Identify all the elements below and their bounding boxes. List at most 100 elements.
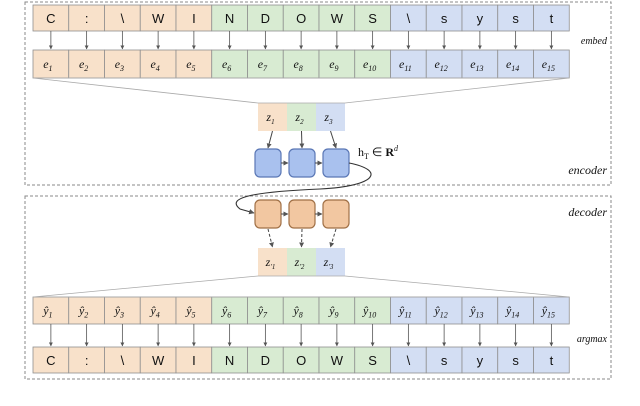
embedding-cell: e7	[247, 49, 284, 79]
output-cell: O	[282, 346, 320, 374]
prediction-symbol: ŷ12	[433, 304, 447, 320]
embedding-symbol: e4	[150, 57, 159, 73]
prediction-symbol: ŷ3	[114, 304, 124, 320]
output-char: y	[477, 353, 484, 368]
hidden-state-connector	[235, 162, 372, 215]
latent-z-cell: z3	[316, 103, 345, 131]
input-cell: D	[247, 4, 284, 32]
embedding-symbol: e1	[43, 57, 52, 73]
prediction-symbol: ŷ1	[42, 304, 52, 320]
input-char: N	[225, 11, 234, 26]
prediction-cell: ŷ10	[354, 296, 391, 325]
prediction-cell: ŷ9	[318, 296, 356, 325]
prediction-symbol: ŷ13	[469, 304, 483, 320]
output-cell: s	[425, 346, 463, 374]
input-cell: y	[461, 4, 499, 32]
prediction-cell: ŷ11	[390, 296, 427, 325]
encoder-rnn-cell	[288, 148, 316, 178]
hidden-state-label: hT ∈ Rd	[358, 144, 399, 161]
prediction-cell: ŷ5	[175, 296, 213, 325]
input-char: \	[407, 11, 411, 26]
embedding-symbol: e7	[258, 57, 268, 73]
input-cell: O	[282, 4, 320, 32]
output-cell: y	[461, 346, 499, 374]
output-char: W	[152, 353, 165, 368]
prediction-symbol: ŷ2	[78, 304, 88, 320]
decoder-to-latent-arrow	[267, 228, 274, 248]
output-cell: I	[175, 346, 213, 374]
decoder-rnn-cell	[288, 199, 316, 229]
input-char: O	[296, 11, 306, 26]
prediction-cell: ŷ12	[425, 296, 463, 325]
input-char: S	[368, 11, 377, 26]
embedding-symbol: e9	[329, 57, 338, 73]
embedding-symbol: e5	[186, 57, 195, 73]
decoder-to-latent-arrow	[329, 228, 337, 248]
output-char: I	[192, 353, 196, 368]
prediction-symbol: ŷ8	[292, 304, 302, 320]
svg-text:z′1: z′1	[265, 255, 276, 271]
prediction-symbol: ŷ15	[541, 304, 555, 320]
latent-to-encoder-arrow	[330, 130, 337, 149]
output-char: :	[85, 353, 89, 368]
prediction-cell: ŷ4	[139, 296, 177, 325]
input-char: t	[550, 11, 554, 26]
embedding-cell: e13	[461, 49, 499, 79]
embedding-cell: e4	[139, 49, 177, 79]
output-cell: t	[533, 346, 570, 374]
input-cell: W	[139, 4, 177, 32]
prediction-cell: ŷ13	[461, 296, 499, 325]
prediction-cell: ŷ15	[533, 296, 570, 325]
embedding-symbol: e13	[470, 57, 483, 73]
prediction-symbol: ŷ5	[185, 304, 195, 320]
input-char: :	[85, 11, 89, 26]
latent-to-encoder-arrow	[299, 130, 305, 149]
embedding-cell: e2	[68, 49, 105, 79]
input-cell: W	[318, 4, 356, 32]
prediction-symbol: ŷ11	[398, 304, 412, 320]
decoder-rnn-cell	[322, 199, 350, 229]
embedding-cell: e1	[32, 49, 70, 79]
embedding-cell: e15	[533, 49, 570, 79]
embedding-cell: e14	[497, 49, 534, 79]
output-char: O	[296, 353, 306, 368]
input-cell: \	[390, 4, 427, 32]
output-char: \	[121, 353, 125, 368]
input-char: C	[46, 11, 55, 26]
embedding-cell: e11	[390, 49, 427, 79]
argmax-label: argmax	[577, 334, 608, 345]
prediction-cell: ŷ6	[211, 296, 248, 325]
decoder-frame	[24, 195, 612, 380]
latent-z-cell: z2	[287, 103, 316, 131]
output-char: \	[407, 353, 411, 368]
output-cell: S	[354, 346, 391, 374]
embedding-symbol: e8	[293, 57, 302, 73]
input-char: D	[261, 11, 270, 26]
prediction-symbol: ŷ6	[221, 304, 231, 320]
embedding-cell: e6	[211, 49, 248, 79]
svg-text:z3: z3	[323, 110, 333, 126]
input-cell: t	[533, 4, 570, 32]
prediction-symbol: ŷ14	[505, 304, 519, 320]
output-cell: \	[104, 346, 141, 374]
output-cell: C	[32, 346, 70, 374]
embedding-symbol: e15	[542, 57, 555, 73]
decoded-latent-cell: z′3	[316, 248, 345, 276]
output-cell: s	[497, 346, 534, 374]
output-char: D	[261, 353, 270, 368]
embedding-symbol: e6	[222, 57, 231, 73]
encoder-rnn-cell	[254, 148, 282, 178]
latent-z-cell: z1	[258, 103, 287, 131]
prediction-cell: ŷ3	[104, 296, 141, 325]
embedding-cell: e5	[175, 49, 213, 79]
input-char: s	[512, 11, 519, 26]
embedding-symbol: e12	[434, 57, 447, 73]
output-cell: W	[139, 346, 177, 374]
decoded-latent-cell: z′1	[258, 248, 287, 276]
embedding-symbol: e2	[79, 57, 88, 73]
input-cell: I	[175, 4, 213, 32]
output-cell: :	[68, 346, 105, 374]
input-cell: s	[425, 4, 463, 32]
encoder-frame	[24, 1, 612, 186]
